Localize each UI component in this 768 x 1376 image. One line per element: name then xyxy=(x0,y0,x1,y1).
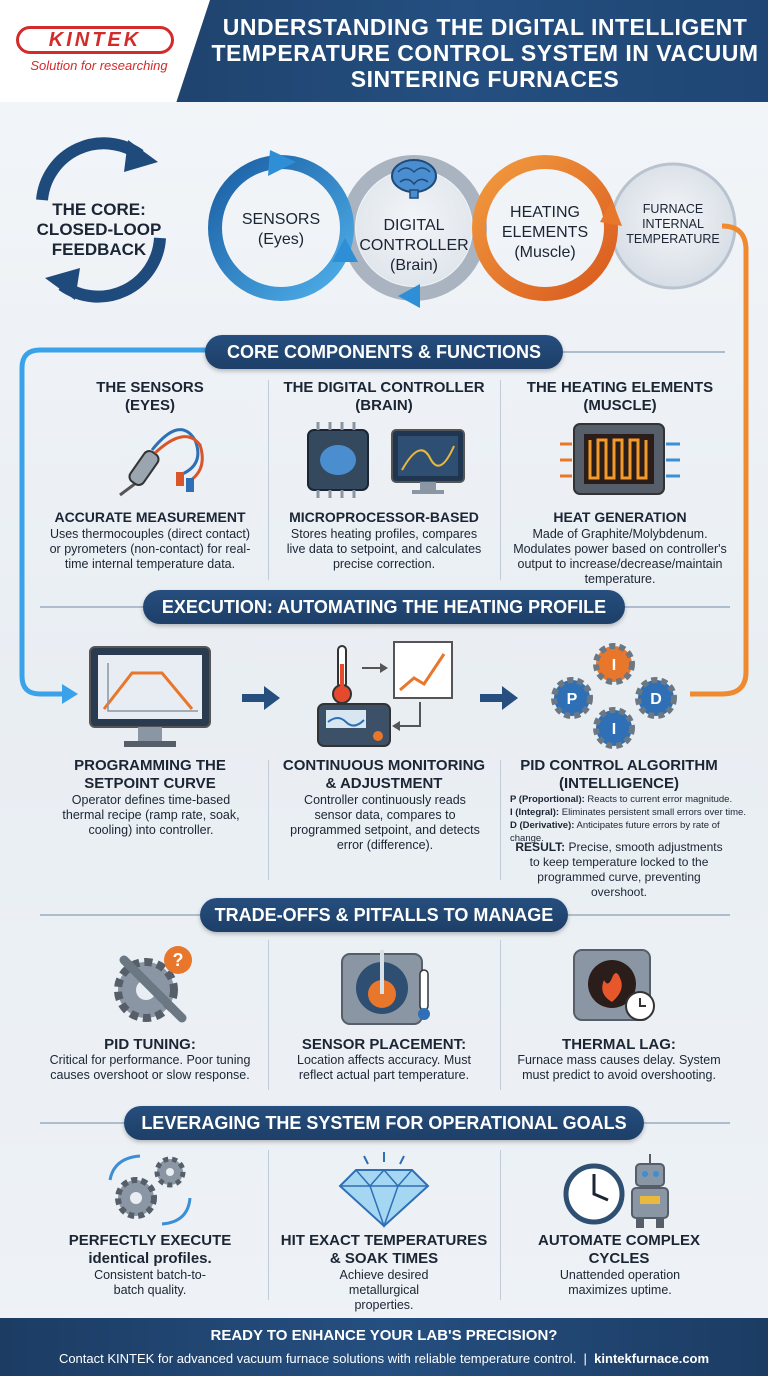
sensor-placement-text: Location affects accuracy. Must reflect … xyxy=(297,1053,471,1082)
thermocouple-icon xyxy=(119,428,204,497)
monitoring-text: Controller continuously reads sensor dat… xyxy=(290,793,480,852)
website-link[interactable]: kintekfurnace.com xyxy=(594,1351,710,1366)
heating-title: THE HEATING ELEMENTS(MUSCLE) xyxy=(526,379,714,414)
heating-arrowhead xyxy=(600,200,622,226)
programming-text: Operator defines time-based thermal reci… xyxy=(62,793,240,837)
diamond-icon xyxy=(338,1152,430,1229)
heating-element-icon xyxy=(560,423,680,495)
pid-title: PID CONTROL ALGORITHM(INTELLIGENCE) xyxy=(520,757,718,792)
sensors-label: SENSORS(Eyes) xyxy=(241,211,321,248)
brain-icon xyxy=(391,159,437,199)
kintek-logo: KINTEK xyxy=(16,26,174,54)
microprocessor-icon xyxy=(307,422,369,498)
core-loop-arrow-bottom xyxy=(58,237,166,303)
section-execution: EXECUTION: AUTOMATING THE HEATING PROFIL… xyxy=(143,590,625,624)
svg-text:?: ? xyxy=(173,950,184,970)
controller-title: THE DIGITAL CONTROLLER(BRAIN) xyxy=(283,379,485,414)
sensors-subtitle: ACCURATE MEASUREMENT xyxy=(54,509,246,525)
pid-i: I (Integral): Eliminates persistent smal… xyxy=(510,807,746,818)
goal-exact-title: HIT EXACT TEMPERATURES& SOAK TIMES xyxy=(280,1232,488,1267)
loop-diagram xyxy=(19,137,749,704)
section-core-components: CORE COMPONENTS & FUNCTIONS xyxy=(205,335,563,369)
core-loop-arrowhead-bottom xyxy=(45,268,80,300)
thermal-lag-icon xyxy=(573,949,655,1021)
wrench-gear-icon: ? xyxy=(114,946,192,1023)
svg-text:P: P xyxy=(567,691,578,708)
goal-exact-text: Achieve desired metallurgical properties… xyxy=(339,1268,429,1312)
controller-text: Stores heating profiles, compares live d… xyxy=(286,527,482,571)
feedback-wire-blue xyxy=(19,347,225,697)
thermal-lag-title: THERMAL LAG: xyxy=(562,1036,676,1053)
section-goals: LEVERAGING THE SYSTEM FOR OPERATIONAL GO… xyxy=(124,1106,644,1140)
goal-execute-text: Consistent batch-to-batch quality. xyxy=(94,1268,206,1297)
sensors-arrowhead xyxy=(268,150,296,176)
core-loop-arrowhead-top xyxy=(124,140,158,172)
clock-robot-icon xyxy=(563,1154,669,1228)
section-tradeoffs: TRADE-OFFS & PITFALLS TO MANAGE xyxy=(200,898,568,932)
sensor-placement-icon xyxy=(341,950,430,1025)
pid-result: RESULT: Precise, smooth adjustments to k… xyxy=(515,840,723,899)
svg-text:D: D xyxy=(650,691,662,708)
footer-cta: READY TO ENHANCE YOUR LAB'S PRECISION? xyxy=(210,1327,558,1344)
pid-tuning-title: PID TUNING: xyxy=(104,1036,196,1053)
logo-tagline: Solution for researching xyxy=(30,58,168,73)
monitoring-title: CONTINUOUS MONITORING& ADJUSTMENT xyxy=(282,757,486,792)
pid-gears-icon: I P D I xyxy=(551,643,677,749)
heating-text: Made of Graphite/Molybdenum. Modulates p… xyxy=(513,527,727,586)
monitor-graph-icon xyxy=(391,429,465,494)
footer: READY TO ENHANCE YOUR LAB'S PRECISION? C… xyxy=(0,1318,768,1376)
header: KINTEK Solution for researching UNDERSTA… xyxy=(0,0,768,102)
arrow-right-icon xyxy=(242,686,280,710)
monitoring-icon xyxy=(317,641,453,747)
core-loop-arrow-top xyxy=(36,137,144,201)
logo-panel: KINTEK Solution for researching xyxy=(0,0,210,102)
sensor-placement-title: SENSOR PLACEMENT: xyxy=(301,1036,467,1053)
pid-tuning-text: Critical for performance. Poor tuning ca… xyxy=(49,1053,251,1082)
pid-d: D (Derivative): Anticipates future error… xyxy=(510,820,720,844)
arrow-right-icon xyxy=(480,686,518,710)
setpoint-monitor-icon xyxy=(89,646,211,747)
feedback-wire-orange xyxy=(690,223,749,697)
gears-cycle-icon xyxy=(108,1154,192,1226)
heating-ring xyxy=(472,155,618,301)
controller-subtitle: MICROPROCESSOR-BASED xyxy=(289,509,479,525)
heating-subtitle: HEAT GENERATION xyxy=(553,509,687,525)
pid-p: P (Proportional): Reacts to current erro… xyxy=(510,794,733,805)
sensors-text: Uses thermocouples (direct contact) or p… xyxy=(49,527,251,571)
goal-automate-text: Unattended operation maximizes uptime. xyxy=(559,1268,681,1297)
svg-text:I: I xyxy=(612,721,616,738)
svg-text:I: I xyxy=(612,657,616,674)
thermal-lag-text: Furnace mass causes delay. System must p… xyxy=(517,1053,721,1082)
sensors-title: THE SENSORS(EYES) xyxy=(96,379,204,414)
page-title: UNDERSTANDING THE DIGITAL INTELLIGENT TE… xyxy=(211,14,759,92)
footer-contact: Contact KINTEK for advanced vacuum furna… xyxy=(58,1351,710,1366)
